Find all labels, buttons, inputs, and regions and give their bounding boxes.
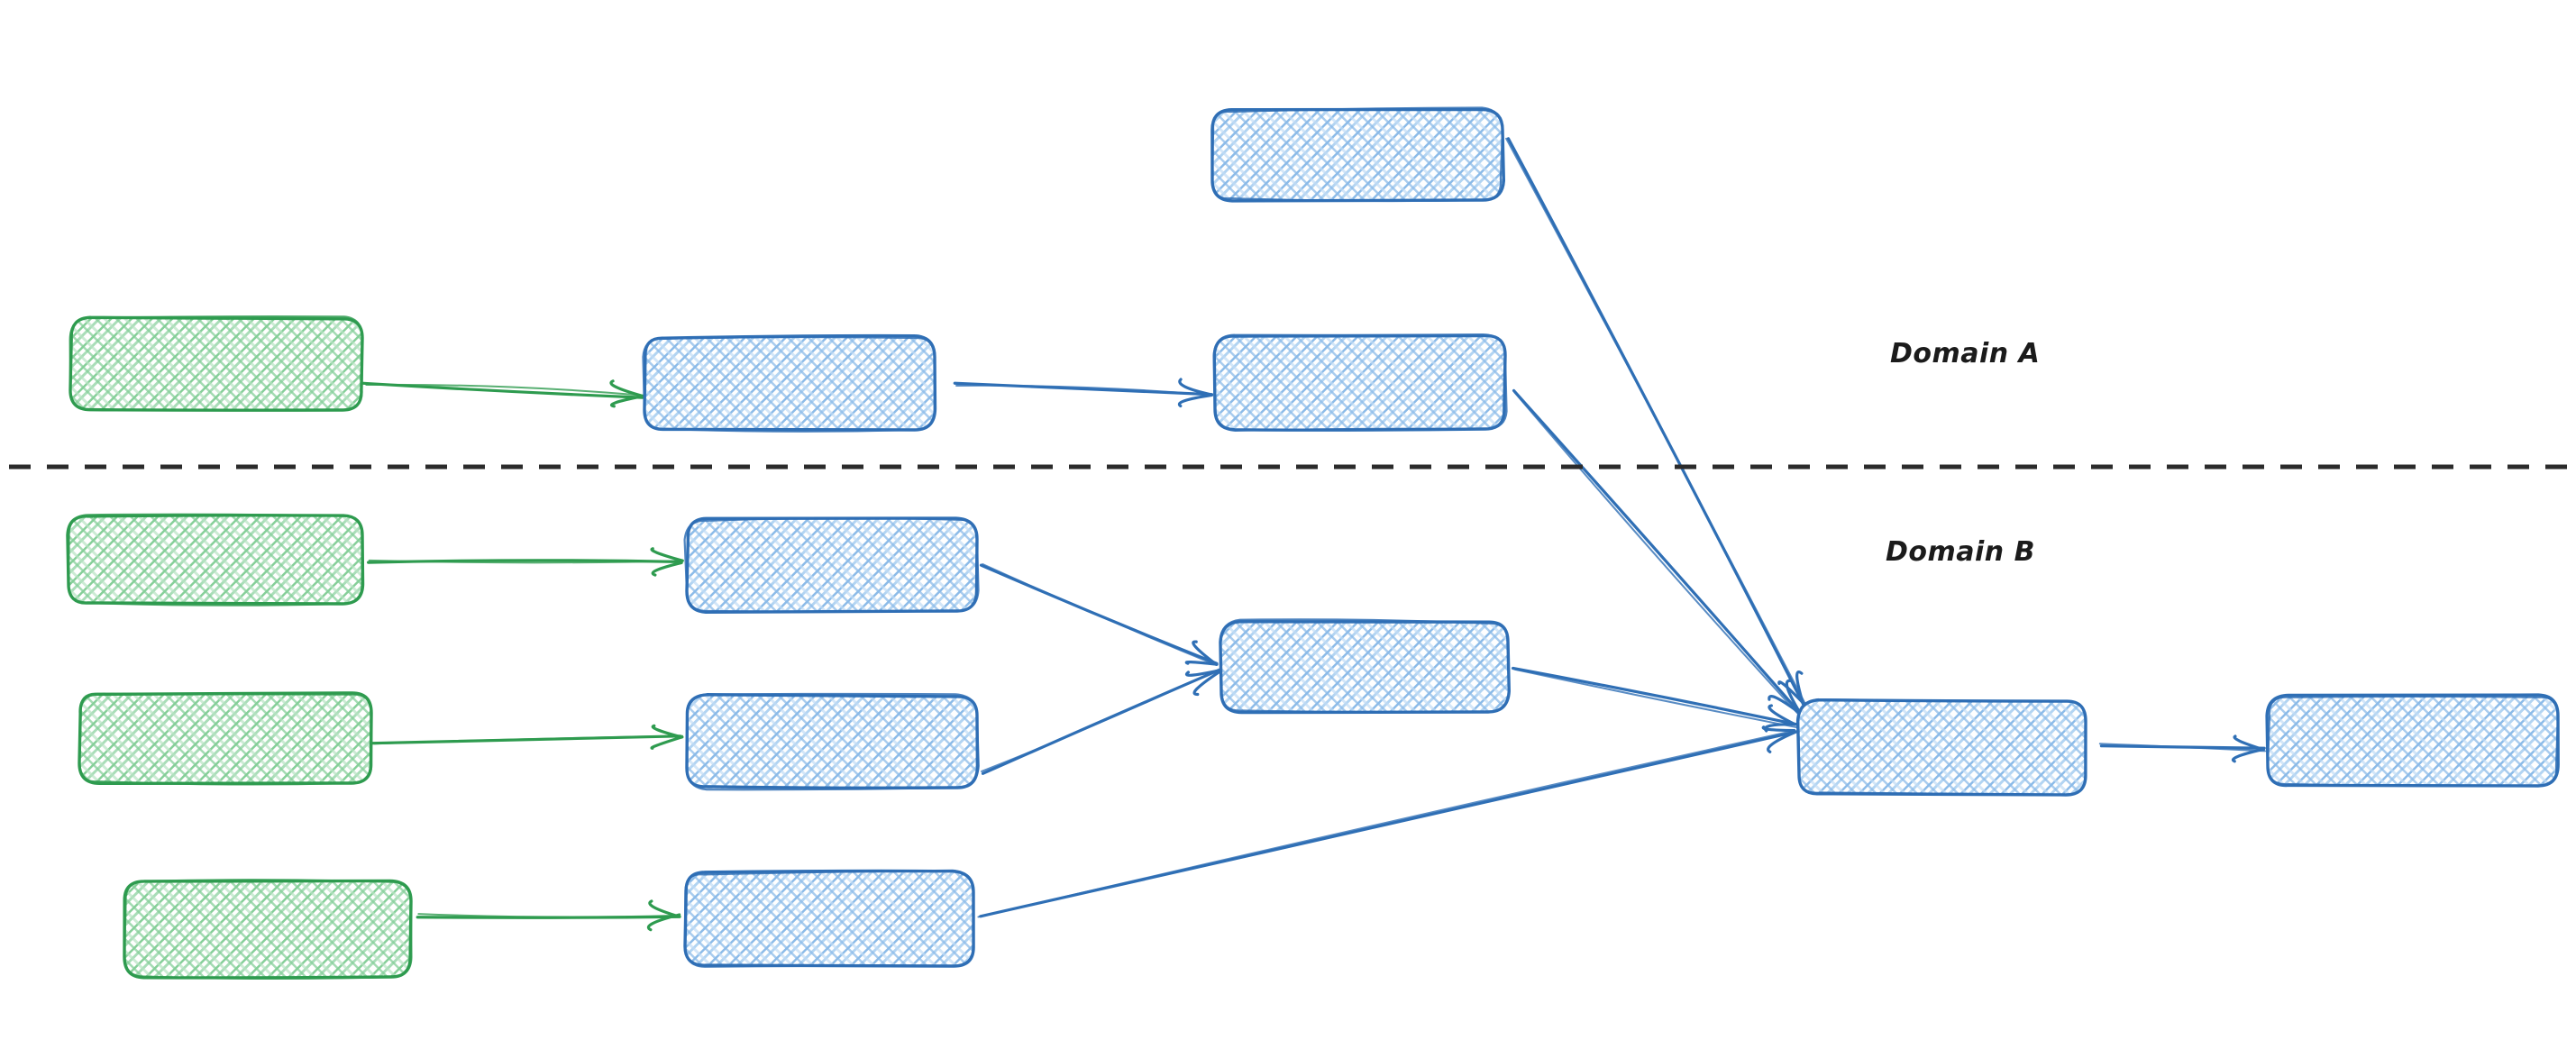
edge-green-b3-to-blue-b3[interactable] — [416, 899, 681, 932]
edge-blue-b2-to-mid[interactable] — [981, 668, 1221, 775]
node-green-b3[interactable] — [123, 879, 413, 981]
edge-blue-a-top-to-hub[interactable] — [1505, 137, 1806, 706]
edge-blue-a2-to-hub[interactable] — [1512, 388, 1801, 715]
node-green-a1[interactable] — [69, 315, 364, 412]
node-blue-b-hub[interactable] — [1795, 698, 2087, 797]
edge-blue-hub-to-out[interactable] — [2098, 734, 2267, 763]
edge-green-b2-to-blue-b2[interactable] — [370, 724, 684, 750]
nodes-layer — [66, 106, 2560, 981]
node-blue-a-top[interactable] — [1210, 106, 1506, 203]
node-blue-b1[interactable] — [683, 516, 980, 615]
domain-b-label: Domain B — [1886, 536, 2035, 568]
node-green-b2[interactable] — [78, 691, 373, 786]
edge-green-b1-to-blue-b1[interactable] — [367, 547, 684, 577]
edge-green-a1-to-blue-a1[interactable] — [361, 379, 644, 408]
node-blue-b-out[interactable] — [2265, 693, 2560, 788]
edge-blue-a1-to-blue-a2[interactable] — [953, 378, 1214, 408]
domain-a-label: Domain A — [1890, 338, 2041, 369]
node-blue-b3[interactable] — [683, 869, 975, 968]
node-blue-a2[interactable] — [1212, 333, 1508, 432]
edges-layer — [361, 137, 2267, 932]
node-green-b1[interactable] — [66, 513, 365, 607]
node-blue-b-mid[interactable] — [1219, 618, 1511, 715]
node-blue-b2[interactable] — [685, 692, 980, 791]
edge-blue-b1-to-mid[interactable] — [979, 563, 1219, 666]
edge-blue-mid-to-hub[interactable] — [1511, 666, 1799, 733]
edge-blue-b3-to-hub[interactable] — [977, 725, 1798, 918]
node-blue-a1[interactable] — [642, 333, 937, 433]
